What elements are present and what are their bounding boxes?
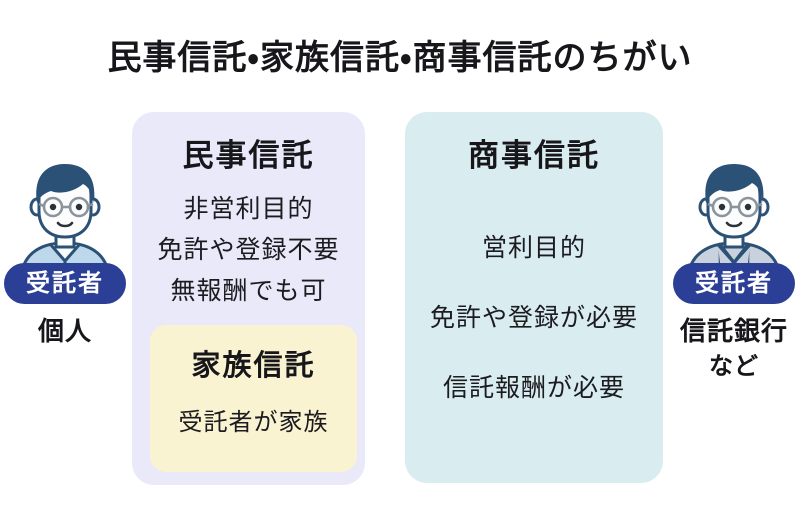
right-figure-caption: 信託銀行 など — [659, 315, 800, 383]
list-item: 信託報酬が必要 — [442, 373, 625, 402]
civil-panel-heading: 民事信託 — [182, 138, 315, 174]
list-item: 無報酬でも可 — [170, 276, 327, 305]
family-trust-subtext: 受託者が家族 — [178, 408, 329, 436]
civil-trust-panel: 民事信託 非営利目的 免許や登録不要 無報酬でも可 家族信託 受託者が家族 — [132, 112, 365, 485]
commercial-panel-heading: 商事信託 — [468, 138, 600, 174]
commercial-trust-panel: 商事信託 営利目的 免許や登録が必要 信託報酬が必要 — [405, 112, 663, 483]
list-item: 営利目的 — [481, 233, 586, 262]
right-figure-group: 受託者 信託銀行 など — [668, 163, 800, 380]
left-figure-caption: 個人 — [0, 315, 140, 349]
list-item: 免許や登録が必要 — [429, 303, 638, 332]
right-badge: 受託者 — [673, 263, 795, 304]
left-badge: 受託者 — [4, 263, 126, 304]
left-figure-group: 受託者 個人 — [0, 163, 131, 347]
family-trust-card: 家族信託 受託者が家族 — [150, 325, 357, 472]
civil-panel-bullets: 非営利目的 免許や登録不要 無報酬でも可 — [132, 188, 365, 311]
family-trust-heading: 家族信託 — [191, 348, 316, 382]
commercial-panel-bullets: 営利目的 免許や登録が必要 信託報酬が必要 — [405, 213, 663, 423]
right-caption-line1: 信託銀行 — [679, 317, 788, 347]
list-item: 非営利目的 — [183, 194, 314, 223]
right-caption-line2: など — [709, 352, 759, 380]
list-item: 免許や登録不要 — [157, 235, 340, 264]
left-caption-line1: 個人 — [37, 317, 92, 347]
page-title: 民事信託・家族信託・商事信託のちがい — [107, 38, 693, 78]
